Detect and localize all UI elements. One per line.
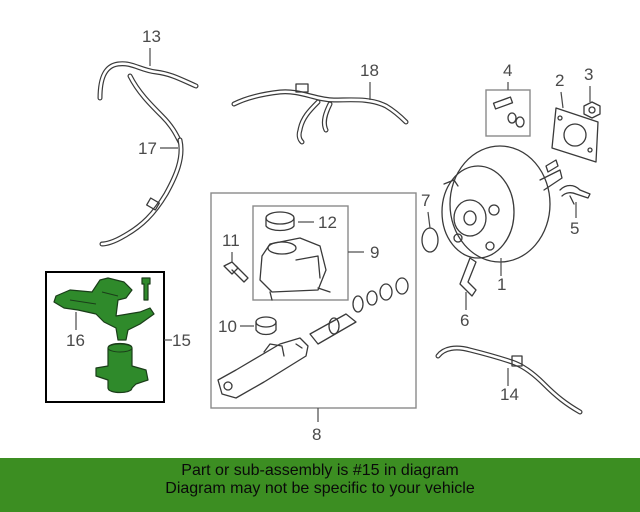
callout-11: 11 (222, 231, 240, 250)
part-3-nut[interactable] (583, 101, 601, 119)
part-8-master-cylinder[interactable] (217, 277, 409, 399)
callout-1: 1 (497, 275, 506, 294)
part-11-bolt[interactable] (223, 261, 249, 283)
part-4-box (485, 89, 531, 137)
callout-13: 13 (142, 27, 161, 46)
callout-3: 3 (584, 65, 593, 84)
part-18-hose[interactable] (231, 83, 409, 145)
part-8-box (210, 192, 417, 409)
part-12-cap[interactable] (265, 211, 295, 232)
part-1-booster[interactable] (441, 145, 563, 263)
callout-16: 16 (66, 331, 85, 350)
callout-5: 5 (570, 219, 579, 238)
callout-9: 9 (370, 243, 379, 262)
callout-15: 15 (172, 331, 191, 350)
callout-6: 6 (460, 311, 469, 330)
callout-12: 12 (318, 213, 337, 232)
callout-17: 17 (138, 139, 157, 158)
callout-18: 18 (360, 61, 379, 80)
part-15-box (45, 271, 165, 403)
part-17-hose[interactable] (99, 137, 184, 247)
callout-4: 4 (503, 61, 512, 80)
part-15-assembly[interactable] (53, 277, 155, 394)
part-7-o-ring[interactable] (421, 227, 439, 253)
callout-2: 2 (555, 71, 564, 90)
part-14-line[interactable] (435, 345, 583, 415)
part-13-hose[interactable] (97, 61, 199, 145)
part-4-kit[interactable] (492, 96, 525, 128)
part-10-grommet[interactable] (255, 316, 277, 336)
part-5-clip[interactable] (559, 184, 591, 205)
banner-line-1: Part or sub-assembly is #15 in diagram (181, 462, 459, 479)
callout-7: 7 (421, 191, 430, 210)
parts-diagram: 13 17 18 4 2 3 (45, 27, 601, 444)
callout-10: 10 (218, 317, 237, 336)
info-banner: Part or sub-assembly is #15 in diagram D… (0, 458, 640, 512)
banner-line-2: Diagram may not be specific to your vehi… (165, 480, 475, 497)
part-9-box (252, 205, 349, 301)
part-9-reservoir[interactable] (259, 237, 331, 301)
callout-8: 8 (312, 425, 321, 444)
part-2-gasket[interactable] (551, 107, 599, 163)
part-6-bracket[interactable] (459, 257, 477, 297)
callout-14: 14 (500, 385, 519, 404)
